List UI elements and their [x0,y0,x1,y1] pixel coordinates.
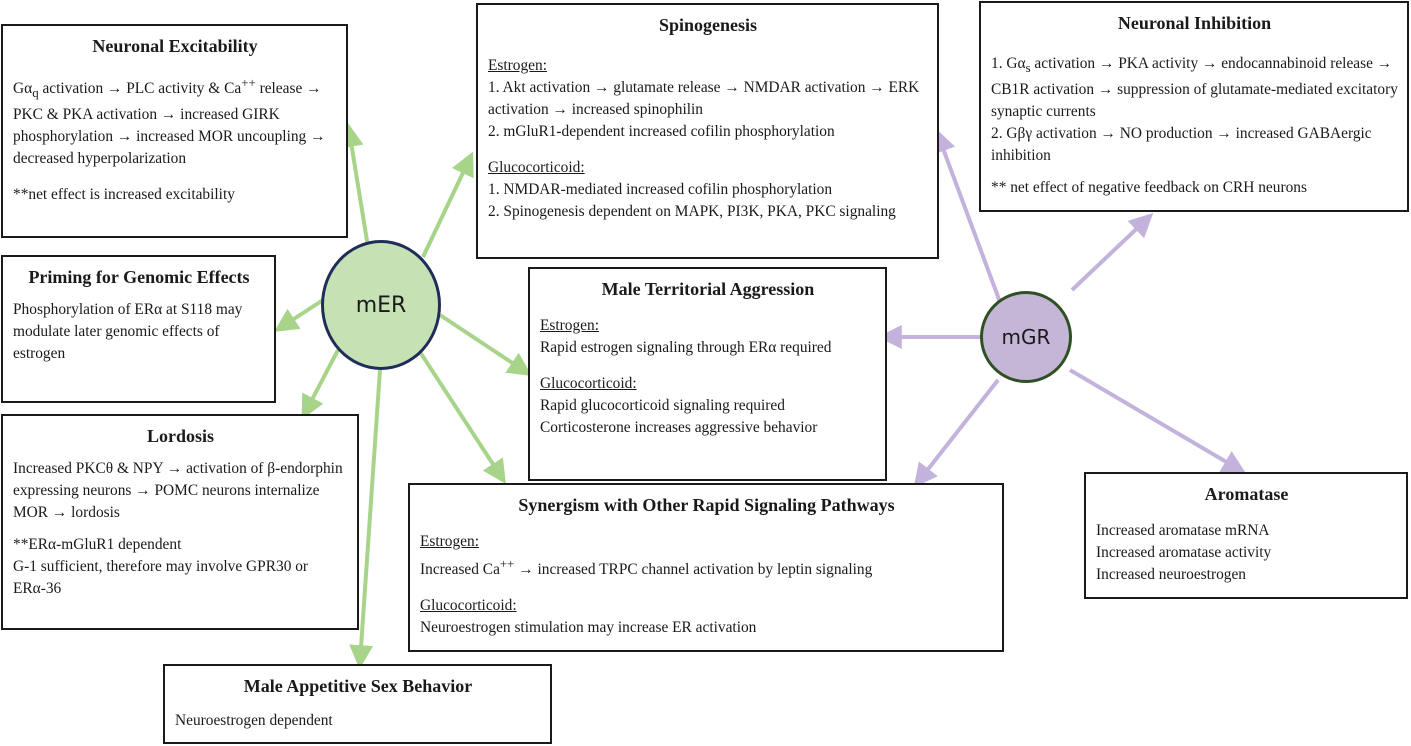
box-neuronal-excitability: Neuronal Excitability Gαq activation → P… [1,24,348,238]
box-title: Neuronal Inhibition [1117,13,1272,33]
glucocorticoid-text: 1. NMDAR-mediated increased cofilin phos… [488,181,896,220]
box-synergism: Synergism with Other Rapid Signaling Pat… [408,483,1004,652]
mer-node-label: mER [355,292,407,318]
estrogen-text: 1. Akt activation → glutamate release → … [488,79,920,140]
box-title: Male Appetitive Sex Behavior [243,676,473,696]
box-lordosis: Lordosis Increased PKCθ & NPY → activati… [1,414,359,630]
box-note: ** net effect of negative feedback on CR… [991,179,1307,197]
box-spinogenesis: Spinogenesis Estrogen: 1. Akt activation… [476,3,939,259]
estrogen-label: Estrogen: [540,317,599,334]
box-title: Lordosis [146,426,215,446]
glucocorticoid-label: Glucocorticoid: [540,375,637,392]
box-body: Gαq activation → PLC activity & Ca++ rel… [13,76,326,168]
box-note: **net effect is increased excitability [13,186,235,204]
arrow-mer-spinogenesis [421,151,474,258]
mgr-node-label: mGR [1001,325,1051,349]
box-body: Increased PKCθ & NPY → activation of β-e… [13,460,343,521]
arrow-mer-synergism [418,350,506,485]
arrow-mgr-synergism [913,378,1000,488]
arrow-mgr-inhibition [1070,213,1154,292]
arrow-mgr-aromatase [1068,368,1247,474]
arrow-mer-aggression [438,313,533,376]
box-title: Synergism with Other Rapid Signaling Pat… [518,495,895,515]
arrow-mer-excitability [339,122,370,248]
arrow-mer-appetitive [349,369,382,670]
arrow-mer-priming [273,298,325,332]
estrogen-label: Estrogen: [488,57,547,74]
glucocorticoid-label: Glucocorticoid: [420,597,517,615]
box-title: Spinogenesis [658,15,758,35]
mer-node: mER [321,240,441,370]
box-title: Neuronal Excitability [92,36,258,56]
arrow-mgr-spinogenesis [932,128,1002,303]
box-body: Neuroestrogen dependent [175,712,333,729]
estrogen-text: Increased Ca++ → increased TRPC channel … [420,557,873,579]
box-priming-genomic: Priming for Genomic Effects Phosphorylat… [1,255,276,403]
box-title: Aromatase [1204,484,1289,504]
box-title: Male Territorial Aggression [601,279,815,299]
box-body: 1. Gαs activation → PKA activity → endoc… [991,55,1398,165]
arrow-mer-lordosis [301,349,340,420]
box-body: Phosphorylation of ERα at S118 may modul… [13,301,243,362]
estrogen-label: Estrogen: [420,533,479,550]
glucocorticoid-text: Neuroestrogen stimulation may increase E… [420,619,757,637]
box-male-appetitive: Male Appetitive Sex Behavior Neuroestrog… [163,664,552,744]
box-title: Priming for Genomic Effects [28,267,250,287]
mgr-node: mGR [980,291,1072,383]
glucocorticoid-label: Glucocorticoid: [488,159,585,176]
box-male-territorial-aggression: Male Territorial Aggression Estrogen: Ra… [528,267,887,481]
estrogen-text: Rapid estrogen signaling through ERα req… [540,339,832,356]
box-neuronal-inhibition: Neuronal Inhibition 1. Gαs activation → … [979,1,1409,212]
